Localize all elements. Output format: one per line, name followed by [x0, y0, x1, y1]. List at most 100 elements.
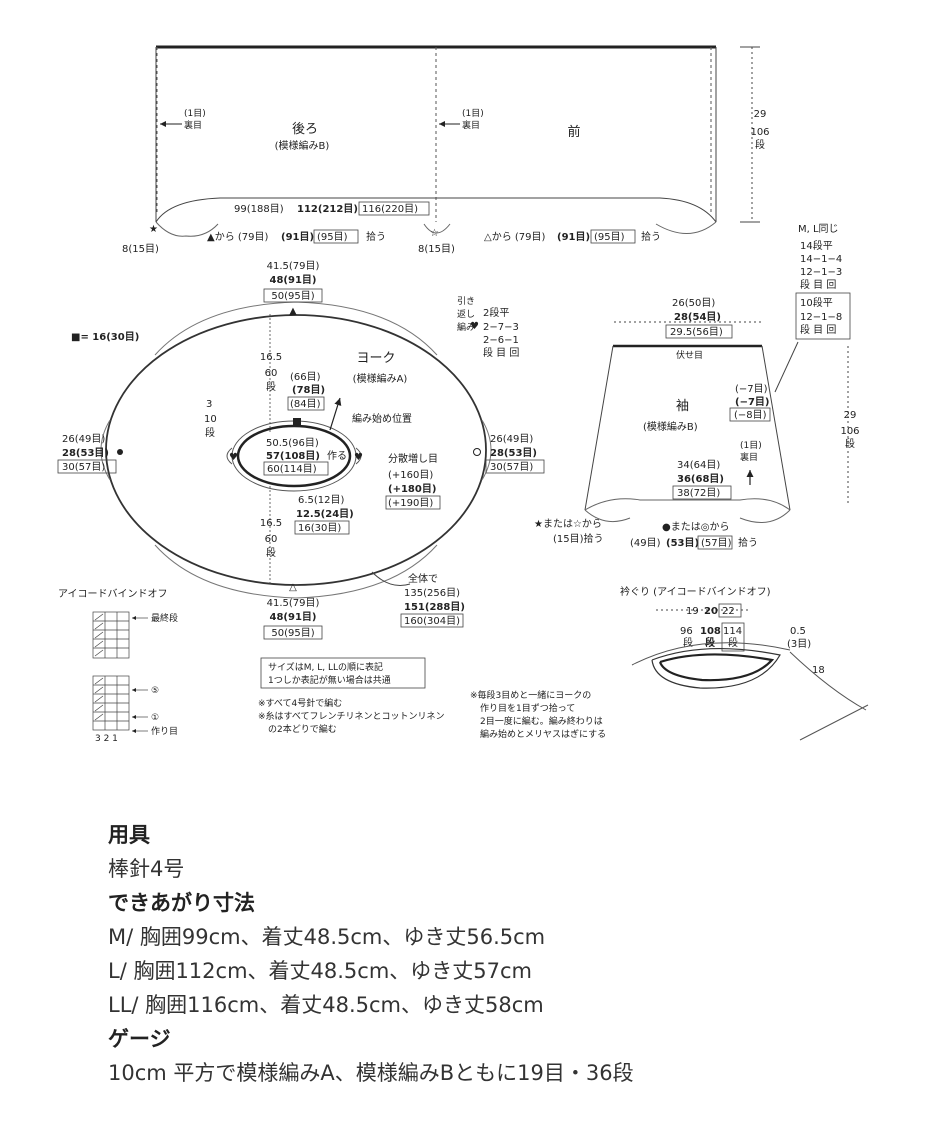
- neck-note-3: 2目一度に編む。編み終わりは: [480, 715, 603, 727]
- size-note-1: サイズはM, L, LLの順に表記: [268, 661, 383, 673]
- pickup-right-verb: 拾う: [641, 230, 661, 243]
- cast-on-m: 50.5(96目): [266, 438, 319, 449]
- knitting-schematic: 後ろ (模様編みB) 前 (1目) 裏目 (1目) 裏目 29 106 段 99…: [57, 45, 869, 744]
- size-note-2: 1つしか表記が無い場合は共通: [268, 674, 391, 686]
- gauge-heading: ゲージ: [108, 1027, 171, 1051]
- total-l: 151(288目): [404, 601, 465, 613]
- increase-title: 分散増し目: [388, 452, 438, 465]
- ml-row-4: 段 目 回: [800, 278, 836, 291]
- yoke-right-m: 26(49目): [490, 434, 533, 445]
- ll-row-1: 10段平: [800, 296, 833, 309]
- body-width-l: 112(212目): [297, 203, 358, 215]
- neck-right-count: (3目): [787, 639, 811, 650]
- needle-note: ※すべて4号針で編む: [258, 697, 342, 709]
- gauge-text: 10cm 平方で模様編みA、模様編みBともに19目・36段: [108, 1061, 634, 1085]
- heart-left: ♥: [229, 452, 238, 463]
- back-purl-count: (1目): [184, 108, 206, 119]
- body-width-m: 99(188目): [234, 204, 284, 215]
- square-note: ■= 16(30目): [71, 331, 139, 343]
- yoke-outline: [100, 301, 492, 599]
- sleeve-height-cm: 29: [844, 410, 857, 421]
- ml-same: M, L同じ: [798, 223, 839, 235]
- upper-depth-cm: 16.5: [260, 352, 282, 363]
- center-star-mark: ☆: [430, 228, 439, 239]
- increase-l: (+180目): [388, 483, 436, 495]
- neckline-arc: [631, 642, 869, 741]
- left-star-count: 8(15目): [122, 244, 159, 255]
- neck-rows-m: 96: [680, 626, 693, 637]
- size-ll-text: LL/ 胸囲116cm、着丈48.5cm、ゆき丈58cm: [108, 993, 544, 1017]
- total-ll: 160(304目): [404, 616, 460, 627]
- ml-row-1: 14段平: [800, 239, 833, 252]
- pickup-left-l: (91目): [281, 231, 314, 243]
- sleeve-bind-off: 伏せ目: [676, 349, 703, 361]
- short-row-r1: 2段平: [483, 306, 509, 319]
- back-pattern: (模様編みB): [275, 139, 330, 152]
- sleeve-pick-verb: 拾う: [738, 536, 758, 549]
- inner-l: (78目): [292, 384, 325, 396]
- yoke-left-ll: 30(57目): [62, 462, 105, 473]
- neck-width-l: 20: [704, 606, 718, 617]
- ll-row-2: 12−1−8: [800, 312, 842, 323]
- sleeve-bottom-ll: 38(72目): [677, 488, 720, 499]
- icord-row-5: ⑤: [151, 686, 159, 696]
- sleeve-pick-ll: (57目): [701, 538, 732, 549]
- small-depth-unit: 段: [205, 426, 215, 439]
- body-height-unit: 段: [755, 138, 765, 151]
- ml-row-2: 14−1−4: [800, 254, 842, 265]
- short-row-label-3: 編み: [457, 321, 475, 333]
- yarn-note-2: の2本どりで編む: [268, 723, 337, 735]
- small-depth-rows: 10: [204, 414, 217, 425]
- yoke-pattern: (模様編みA): [353, 372, 408, 385]
- body-height-cm: 29: [754, 109, 767, 120]
- yoke-bottom-ll: 50(95目): [271, 628, 314, 639]
- icord-cast-on: 作り目: [151, 725, 178, 737]
- short-row-r2: 2−7−3: [483, 322, 519, 333]
- neck-rows-l: 108: [700, 626, 721, 637]
- yoke-right-ll: 30(57目): [490, 462, 533, 473]
- lower-depth-cm: 16.5: [260, 518, 282, 529]
- sleeve-dec-m: (−7目): [735, 384, 768, 395]
- yoke-title: ヨーク: [356, 351, 395, 366]
- inner-m: (66目): [290, 372, 321, 383]
- size-m-text: M/ 胸囲99cm、着丈48.5cm、ゆき丈56.5cm: [108, 925, 546, 949]
- sleeve-pick-a: ★または☆から: [534, 518, 602, 530]
- sleeve-purl-count: (1目): [740, 440, 762, 451]
- star-mark: ★: [149, 224, 158, 235]
- back-label: 後ろ: [292, 122, 318, 137]
- short-row-label-2: 返し: [457, 308, 475, 320]
- total-m: 135(256目): [404, 588, 460, 599]
- sleeve-pick-b: (15目)拾う: [553, 532, 604, 545]
- heart-right: ♥: [354, 452, 363, 463]
- neck-width-ll: 22: [722, 606, 735, 617]
- yoke-top-l: 48(91目): [270, 274, 317, 286]
- sleeve-height-unit: 段: [845, 437, 855, 450]
- center-count: 8(15目): [418, 244, 455, 255]
- front-purl-label: 裏目: [462, 119, 480, 131]
- sleeve-bottom-l: 36(68目): [677, 473, 724, 485]
- icord-title: アイコードバインドオフ: [58, 588, 168, 600]
- yoke-left-l: 28(53目): [62, 447, 109, 459]
- neck-rows-l-unit: 段: [705, 636, 715, 649]
- sleeve-pick-m: (49目): [630, 538, 661, 549]
- lower-depth-rows: 60: [265, 534, 278, 545]
- upper-depth-rows: 60: [265, 368, 278, 379]
- sleeve-panel: [584, 321, 849, 523]
- cast-on-ll: 60(114目): [267, 464, 317, 475]
- short-row-r4: 段 目 回: [483, 346, 519, 359]
- size-l-text: L/ 胸囲112cm、着丈48.5cm、ゆき丈57cm: [108, 959, 533, 983]
- ml-row-3: 12−1−3: [800, 267, 842, 278]
- yoke-top-m: 41.5(79目): [267, 261, 320, 272]
- small-depth-cm: 3: [206, 399, 212, 410]
- sleeve-pattern: (模様編みB): [643, 420, 698, 433]
- short-row-label-1: 引き: [457, 296, 475, 307]
- sleeve-top-l: 28(54目): [674, 311, 721, 323]
- neck-note-2: 作り目を1目ずつ拾って: [480, 702, 575, 714]
- front-label: 前: [567, 124, 580, 140]
- yoke-right-l: 28(53目): [490, 447, 537, 459]
- sleeve-dec-l: (−7目): [735, 396, 769, 408]
- yoke-bottom-marker: △: [289, 582, 297, 593]
- ll-row-3: 段 目 回: [800, 323, 836, 336]
- yoke-bottom-l: 48(91目): [270, 611, 317, 623]
- total-label: 全体で: [408, 572, 438, 585]
